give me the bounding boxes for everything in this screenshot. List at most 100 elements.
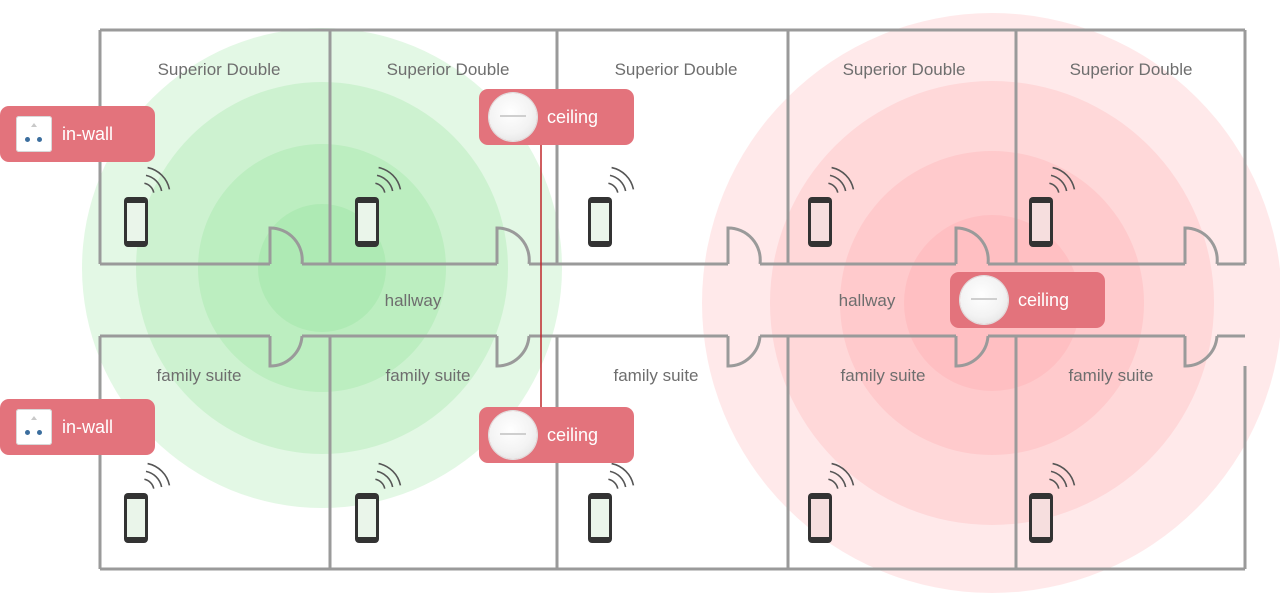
door-swing (954, 226, 990, 265)
signal-arc (611, 462, 635, 486)
in-wall-ap-tag: in-wall (0, 399, 155, 455)
door-swing (268, 335, 304, 368)
signal-arc (147, 462, 171, 486)
wall-plate-ap-icon (16, 409, 52, 445)
smartphone-icon (124, 166, 171, 247)
door-swing (726, 226, 762, 265)
ceiling-label: ceiling (1018, 289, 1070, 310)
wifi-signal-icon (144, 462, 171, 489)
door-swing (495, 226, 531, 265)
signal-arc (828, 182, 839, 193)
wall-layer (98, 28, 1247, 571)
phone-screen (811, 499, 829, 537)
signal-arc (608, 478, 619, 489)
room-label-top: Superior Double (1069, 60, 1193, 79)
signal-arc (609, 174, 627, 192)
wifi-signal-icon (608, 462, 635, 489)
signal-arc (375, 182, 386, 193)
signal-arc (831, 166, 855, 190)
smartphone-icon (808, 462, 855, 543)
wifi-signal-icon (1049, 166, 1076, 193)
smartphone-icon (355, 166, 402, 247)
room-label-bottom: family suite (613, 366, 699, 385)
signal-arc (144, 182, 155, 193)
in-wall-label: in-wall (62, 123, 114, 144)
in-wall-ap-tag: in-wall (0, 106, 155, 162)
room-label-bottom: family suite (1068, 366, 1154, 385)
phone-screen (127, 203, 145, 241)
phone-screen (591, 203, 609, 241)
door-swing (495, 335, 531, 368)
smartphone-icon (588, 166, 635, 247)
signal-arc (1049, 182, 1060, 193)
phone-layer (124, 166, 1076, 543)
room-label-top: Superior Double (386, 60, 510, 79)
wifi-signal-icon (375, 462, 402, 489)
in-wall-label: in-wall (62, 416, 114, 437)
door-swing (726, 335, 762, 368)
signal-arc (147, 166, 171, 190)
wifi-signal-icon (828, 166, 855, 193)
ceiling-label: ceiling (547, 106, 599, 127)
wifi-signal-icon (828, 462, 855, 489)
signal-arc (1050, 174, 1068, 192)
phone-screen (358, 499, 376, 537)
ceiling-ap-tag: ceiling (479, 89, 634, 145)
wifi-signal-icon (144, 166, 171, 193)
smartphone-icon (124, 462, 171, 543)
wifi-signal-icon (608, 166, 635, 193)
ceiling-ap-disc-icon (960, 276, 1008, 324)
coverage-ring (136, 82, 508, 454)
signal-arc (1049, 478, 1060, 489)
signal-arc (1052, 462, 1076, 486)
room-label-bottom: family suite (156, 366, 242, 385)
wall-plate-ap-icon (16, 116, 52, 152)
room-label-top: Superior Double (842, 60, 966, 79)
phone-screen (811, 203, 829, 241)
signal-arc (611, 166, 635, 190)
door-swing (1183, 335, 1219, 368)
room-label-bottom: family suite (840, 366, 926, 385)
hallway-label: hallway (838, 291, 896, 310)
phone-screen (127, 499, 145, 537)
signal-arc (144, 478, 155, 489)
phone-screen (358, 203, 376, 241)
ceiling-ap-disc-icon (489, 411, 537, 459)
signal-arc (375, 478, 386, 489)
signal-arc (609, 470, 627, 488)
signal-arc (145, 470, 163, 488)
door-swing (954, 335, 990, 368)
ceiling-ap-disc-icon (489, 93, 537, 141)
smartphone-icon (808, 166, 855, 247)
signal-arc (829, 470, 847, 488)
room-label-top: Superior Double (614, 60, 738, 79)
signal-arc (378, 166, 402, 190)
wifi-signal-icon (1049, 462, 1076, 489)
smartphone-icon (1029, 166, 1076, 247)
ceiling-label: ceiling (547, 424, 599, 445)
door-swing (1183, 226, 1219, 265)
smartphone-icon (1029, 462, 1076, 543)
signal-arc (376, 174, 394, 192)
door-swing (268, 226, 304, 265)
signal-arc (1052, 166, 1076, 190)
signal-arc (608, 182, 619, 193)
wifi-signal-icon (375, 166, 402, 193)
smartphone-icon (355, 462, 402, 543)
ceiling-ap-tag: ceiling (479, 407, 634, 463)
room-label-bottom: family suite (385, 366, 471, 385)
room-label-top: Superior Double (157, 60, 281, 79)
signal-arc (829, 174, 847, 192)
signal-arc (828, 478, 839, 489)
hallway-label: hallway (384, 291, 442, 310)
phone-screen (1032, 203, 1050, 241)
signal-arc (378, 462, 402, 486)
signal-arc (831, 462, 855, 486)
smartphone-icon (588, 462, 635, 543)
coverage-ring (82, 28, 562, 508)
phone-screen (591, 499, 609, 537)
signal-arc (376, 470, 394, 488)
signal-arc (1050, 470, 1068, 488)
coverage-ring (198, 144, 446, 392)
ceiling-ap-tag: ceiling (950, 272, 1105, 328)
